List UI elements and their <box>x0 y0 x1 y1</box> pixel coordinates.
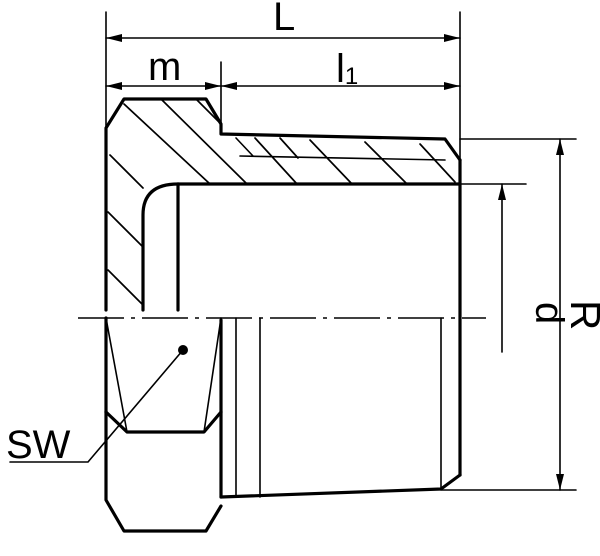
part-outline <box>104 97 462 533</box>
label-R: R <box>562 300 600 330</box>
label-l1-subscript: 1 <box>345 63 358 90</box>
thin-lines <box>105 137 446 498</box>
label-L: L <box>273 0 295 39</box>
label-m: m <box>148 45 181 89</box>
section-hatching <box>107 98 456 306</box>
dimension-R <box>440 138 577 491</box>
label-d: d <box>527 302 571 324</box>
dimension-d <box>459 183 527 353</box>
label-l1: l1 <box>336 47 358 91</box>
label-l1-base: l <box>336 47 345 91</box>
dimension-m <box>105 61 222 125</box>
dimension-l1 <box>220 82 461 90</box>
sw-leader <box>9 349 184 463</box>
label-SW: SW <box>6 423 71 467</box>
